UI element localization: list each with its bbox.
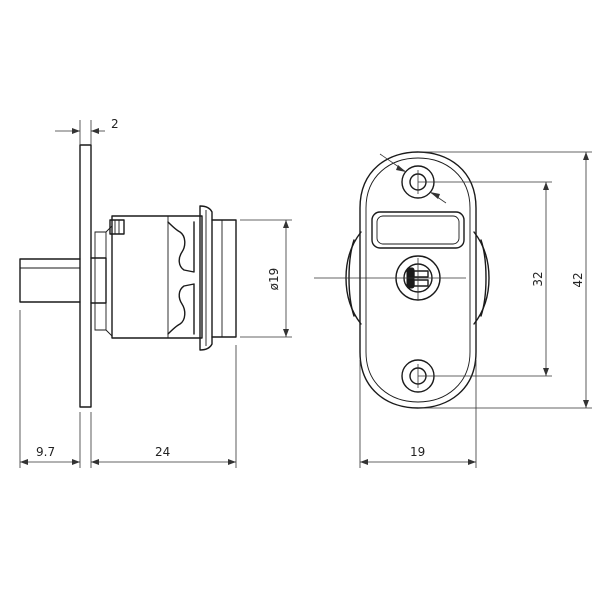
- centerlines: [314, 170, 466, 388]
- body-cutout-top: [167, 221, 195, 273]
- cylinder-body: [111, 215, 203, 339]
- side-view: [19, 144, 237, 408]
- dim-body-diameter: ø19: [240, 219, 292, 338]
- dim-front-height: 42: [418, 151, 592, 409]
- hole-diameter-leader: [379, 153, 447, 204]
- dim-shaft-length: 9.7: [19, 310, 81, 468]
- shaft-collar: [90, 257, 107, 304]
- dim-front-width: 19: [359, 360, 477, 468]
- label-shaft-length: 9.7: [36, 445, 55, 459]
- front-flange: [199, 205, 213, 351]
- latch-tab: [109, 219, 125, 235]
- label-front-width: 19: [410, 445, 425, 459]
- label-plate-thickness: 2: [111, 117, 119, 131]
- shaft: [19, 258, 81, 303]
- dim-hole-spacing: 32: [418, 181, 552, 377]
- label-hole-spacing: 32: [531, 271, 545, 286]
- front-cap: [211, 219, 237, 338]
- label-body-length: 24: [155, 445, 170, 459]
- label-front-height: 42: [571, 272, 585, 287]
- slot: [371, 211, 465, 249]
- mounting-plate: [79, 144, 92, 408]
- body-cutout-bottom: [167, 283, 195, 335]
- front-plate: [359, 151, 477, 409]
- front-view: [345, 151, 490, 409]
- dim-body-length: 24: [90, 345, 237, 468]
- label-body-diameter: ø19: [267, 268, 281, 291]
- dim-plate-thickness: 2: [55, 117, 119, 145]
